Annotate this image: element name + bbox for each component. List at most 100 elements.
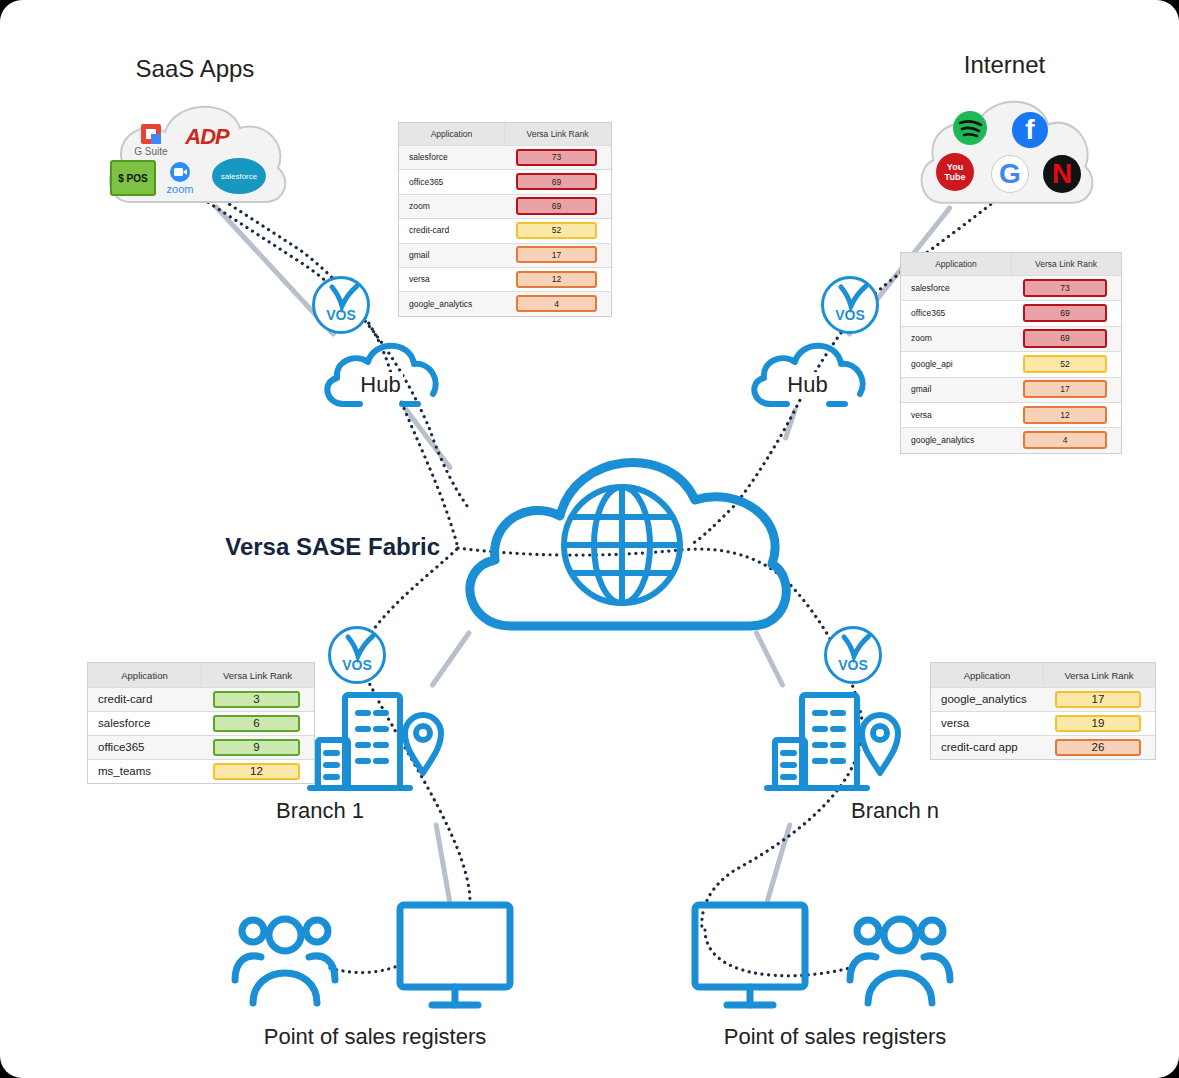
- drawing: [873, 726, 887, 740]
- zoom-logo-holder: zoom: [160, 182, 200, 196]
- branch-label: Branch 1: [276, 798, 364, 824]
- fabric-node: Versa SASE Fabric: [450, 438, 795, 633]
- table-cell-holder: office365: [901, 300, 1011, 325]
- drawing: [358, 742, 368, 748]
- table-header-holder: Application: [931, 663, 1043, 687]
- drawing: [833, 758, 843, 764]
- gsuite-icon: [141, 124, 161, 144]
- table-cell: google_analytics: [409, 299, 472, 309]
- rank-pill-holder: 4: [1023, 431, 1107, 449]
- hub-label: Hub: [358, 372, 402, 398]
- rank-pill: 69: [1060, 308, 1069, 318]
- table-header: Application: [964, 670, 1010, 681]
- rank-table: ApplicationVersa Link Ranksalesforce73of…: [900, 252, 1122, 454]
- fabric-cloud: [470, 462, 786, 626]
- cloud-outline: [922, 102, 1093, 203]
- rank-pill: 73: [1060, 283, 1069, 293]
- table-cell-holder: zoom: [901, 326, 1011, 351]
- table-cell-holder: office365: [399, 169, 504, 193]
- rank-pill-holder: 12: [516, 271, 597, 288]
- rank-pill: 4: [554, 299, 559, 309]
- drawing: [962, 128, 979, 131]
- link-line: [436, 825, 449, 900]
- table-cell-holder: google_analytics: [399, 291, 504, 315]
- rank-pill-holder: 73: [1023, 279, 1107, 297]
- table-cell: office365: [911, 308, 945, 318]
- drawing: [850, 956, 876, 980]
- table-header-holder: Versa Link Rank: [1011, 253, 1121, 275]
- rank-pill-holder: 69: [1023, 304, 1107, 322]
- table-cell: versa: [409, 274, 430, 284]
- drawing: [857, 920, 879, 942]
- drawing: [269, 919, 301, 951]
- drawing: [376, 710, 386, 716]
- table-cell-holder: gmail: [901, 377, 1011, 402]
- node-outline: [824, 279, 876, 331]
- branch-building-icon: [767, 695, 898, 788]
- drawing: [306, 920, 328, 942]
- drawing: [815, 710, 825, 716]
- drawing: [326, 762, 337, 768]
- dotted-flow: [705, 930, 850, 976]
- table-cell-holder: credit-card: [399, 218, 504, 242]
- hub-label: Hub: [785, 372, 829, 398]
- drawing: [868, 973, 932, 1003]
- drawing: [400, 905, 510, 987]
- drawing: [564, 542, 680, 548]
- table-header: Versa Link Rank: [223, 670, 292, 681]
- rank-pill: 52: [552, 225, 561, 235]
- gsuite-logo: G Suite: [134, 146, 167, 157]
- rank-pill-holder: 4: [516, 295, 597, 312]
- salesforce-logo: salesforce: [221, 172, 257, 181]
- drawing: [754, 346, 862, 404]
- drawing: [862, 715, 898, 773]
- rank-pill-holder: 6: [213, 715, 300, 732]
- drawing: [783, 762, 794, 768]
- table-cell: ms_teams: [98, 765, 151, 777]
- table-cell-holder: ms_teams: [88, 759, 201, 783]
- netflix-logo: N: [1052, 158, 1072, 190]
- table-cell-holder: zoom: [399, 194, 504, 218]
- drawing: [802, 695, 857, 788]
- hub-cloud: [754, 346, 862, 404]
- pos-label-holder: Point of sales registers: [220, 1022, 530, 1052]
- vos-badge-label: VOS: [838, 657, 868, 673]
- table-cell: zoom: [409, 201, 430, 211]
- rank-pill-holder: 26: [1055, 739, 1141, 756]
- versa-logo: [841, 286, 866, 306]
- table-cell-holder: versa: [399, 267, 504, 291]
- node-heading-holder: Internet: [912, 48, 1097, 82]
- table-cell: salesforce: [98, 717, 150, 729]
- vos-node: VOS: [824, 626, 882, 684]
- hub-node: Hub: [318, 334, 443, 410]
- table-header: Application: [935, 259, 977, 269]
- rank-pill: 6: [253, 717, 259, 729]
- rank-pill: 17: [1092, 693, 1105, 705]
- hub-label-holder: Hub: [765, 370, 850, 400]
- vos-badge-label: VOS: [342, 657, 372, 673]
- rank-pill: 9: [253, 741, 259, 753]
- rank-pill: 17: [552, 250, 561, 260]
- drawing: [783, 774, 794, 780]
- rank-pill: 52: [1060, 359, 1069, 369]
- table-cell-holder: versa: [901, 402, 1011, 427]
- zoom-logo: zoom: [167, 183, 194, 195]
- facebook-logo: f: [1025, 114, 1034, 146]
- youtube-logo: You Tube: [943, 162, 967, 182]
- rank-pill: 73: [552, 152, 561, 162]
- drawing: [376, 726, 386, 732]
- globe-icon: [564, 487, 680, 603]
- table-cell-holder: office365: [88, 735, 201, 759]
- drawing: [376, 742, 386, 748]
- versa-logo: [844, 636, 869, 656]
- drawing: [815, 726, 825, 732]
- drawing: [964, 134, 977, 136]
- rank-pill-holder: 12: [213, 763, 300, 780]
- pos-icons: [695, 905, 950, 1005]
- drawing: [783, 750, 794, 756]
- facebook-logo-holder: f: [1012, 112, 1048, 148]
- rank-pill-holder: 52: [1023, 355, 1107, 373]
- table-cell: versa: [911, 410, 932, 420]
- pos-app-label-holder: $ POS: [112, 162, 154, 194]
- drawing: [884, 919, 916, 951]
